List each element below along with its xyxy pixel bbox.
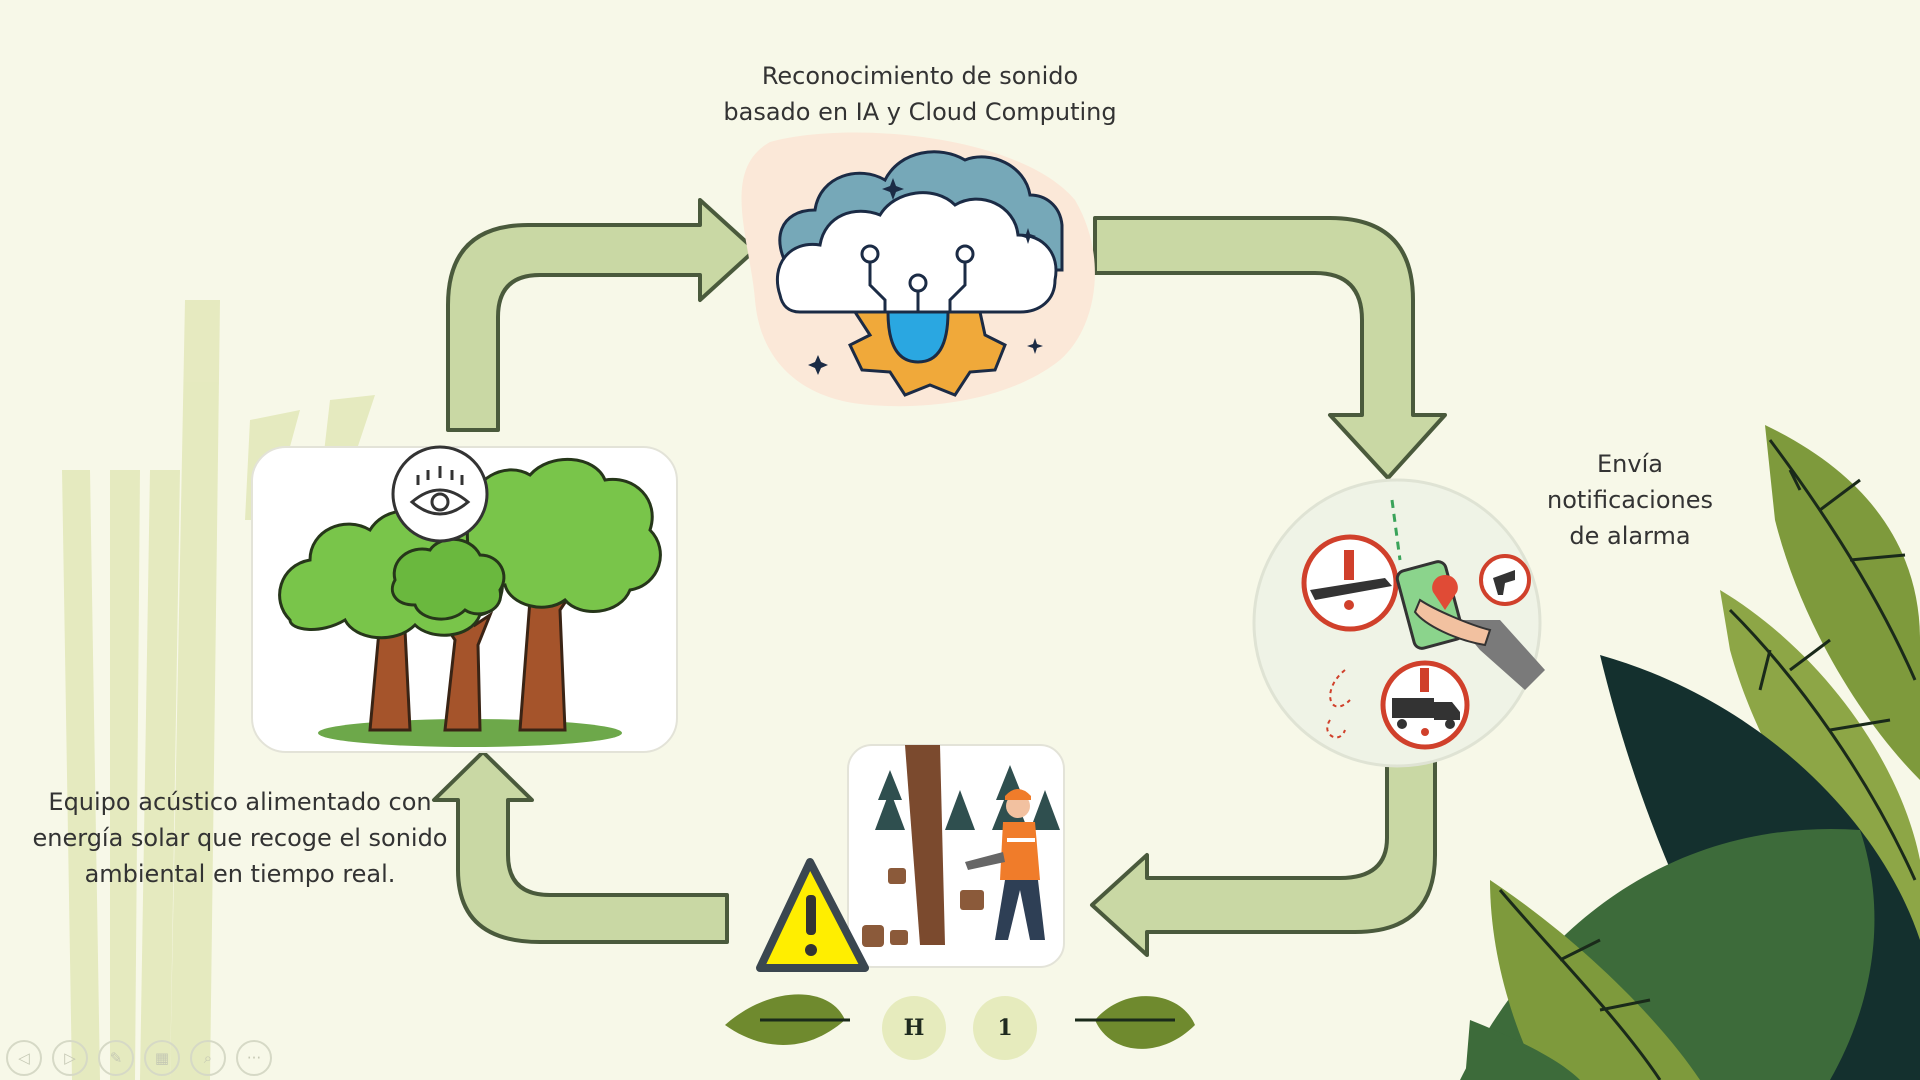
warning-icon[interactable] bbox=[756, 858, 869, 972]
alert-step-label-line-2: notificaciones bbox=[1546, 486, 1714, 514]
sensor-step-label-line-3: ambiental en tiempo real. bbox=[84, 860, 396, 888]
prev-slide-icon[interactable]: ◁ bbox=[6, 1040, 42, 1076]
arrow-cloud-to-alerts bbox=[1093, 216, 1447, 480]
cycle-arrows bbox=[432, 198, 1447, 957]
slides-grid-icon[interactable]: ▦ bbox=[144, 1040, 180, 1076]
truck-alert-icon bbox=[1380, 660, 1470, 750]
sensor-step-label: Equipo acústico alimentado con energía s… bbox=[30, 784, 450, 892]
foliage-decoration bbox=[1460, 425, 1920, 1080]
more-options-icon[interactable]: ··· bbox=[236, 1040, 272, 1076]
sensor-step-label-line-1: Equipo acústico alimentado con bbox=[48, 788, 432, 816]
arrow-forest-to-cloud bbox=[446, 198, 757, 432]
pen-icon[interactable]: ✎ bbox=[98, 1040, 134, 1076]
arrow-logger-to-forest bbox=[432, 750, 729, 944]
forest-illustration bbox=[251, 445, 678, 753]
alert-step-label-line-3: de alarma bbox=[1569, 522, 1691, 550]
cloud-step-label-line-1: Reconocimiento de sonido bbox=[761, 62, 1079, 90]
illegal-logging-illustration bbox=[756, 744, 1065, 972]
logger-figure bbox=[965, 789, 1045, 940]
cloud-step-label: Reconocimiento de sonido basado en IA y … bbox=[640, 58, 1200, 130]
axe-alert-icon bbox=[1479, 554, 1531, 606]
home-button[interactable]: H bbox=[882, 996, 946, 1060]
alert-step-label-line-1: Envía bbox=[1597, 450, 1663, 478]
slide-1-button[interactable]: 1 bbox=[973, 996, 1037, 1060]
chainsaw-alert-icon bbox=[1301, 534, 1399, 632]
bottom-leaves-decoration bbox=[725, 994, 1195, 1049]
background-bamboo bbox=[62, 300, 375, 1080]
phone-location-icon bbox=[1395, 560, 1545, 690]
zoom-icon[interactable]: ⌕ bbox=[190, 1040, 226, 1076]
sensor-step-label-line-2: energía solar que recoge el sonido bbox=[32, 824, 448, 852]
alert-step-label: Envía notificaciones de alarma bbox=[1500, 446, 1760, 554]
arrow-alerts-to-logger bbox=[1090, 750, 1437, 957]
cloud-ai-icon bbox=[741, 132, 1095, 407]
next-slide-icon[interactable]: ▷ bbox=[52, 1040, 88, 1076]
sensor-eye-icon bbox=[409, 466, 471, 516]
cloud-step-label-line-2: basado en IA y Cloud Computing bbox=[723, 98, 1117, 126]
alarm-notifications-illustration bbox=[1252, 478, 1545, 768]
